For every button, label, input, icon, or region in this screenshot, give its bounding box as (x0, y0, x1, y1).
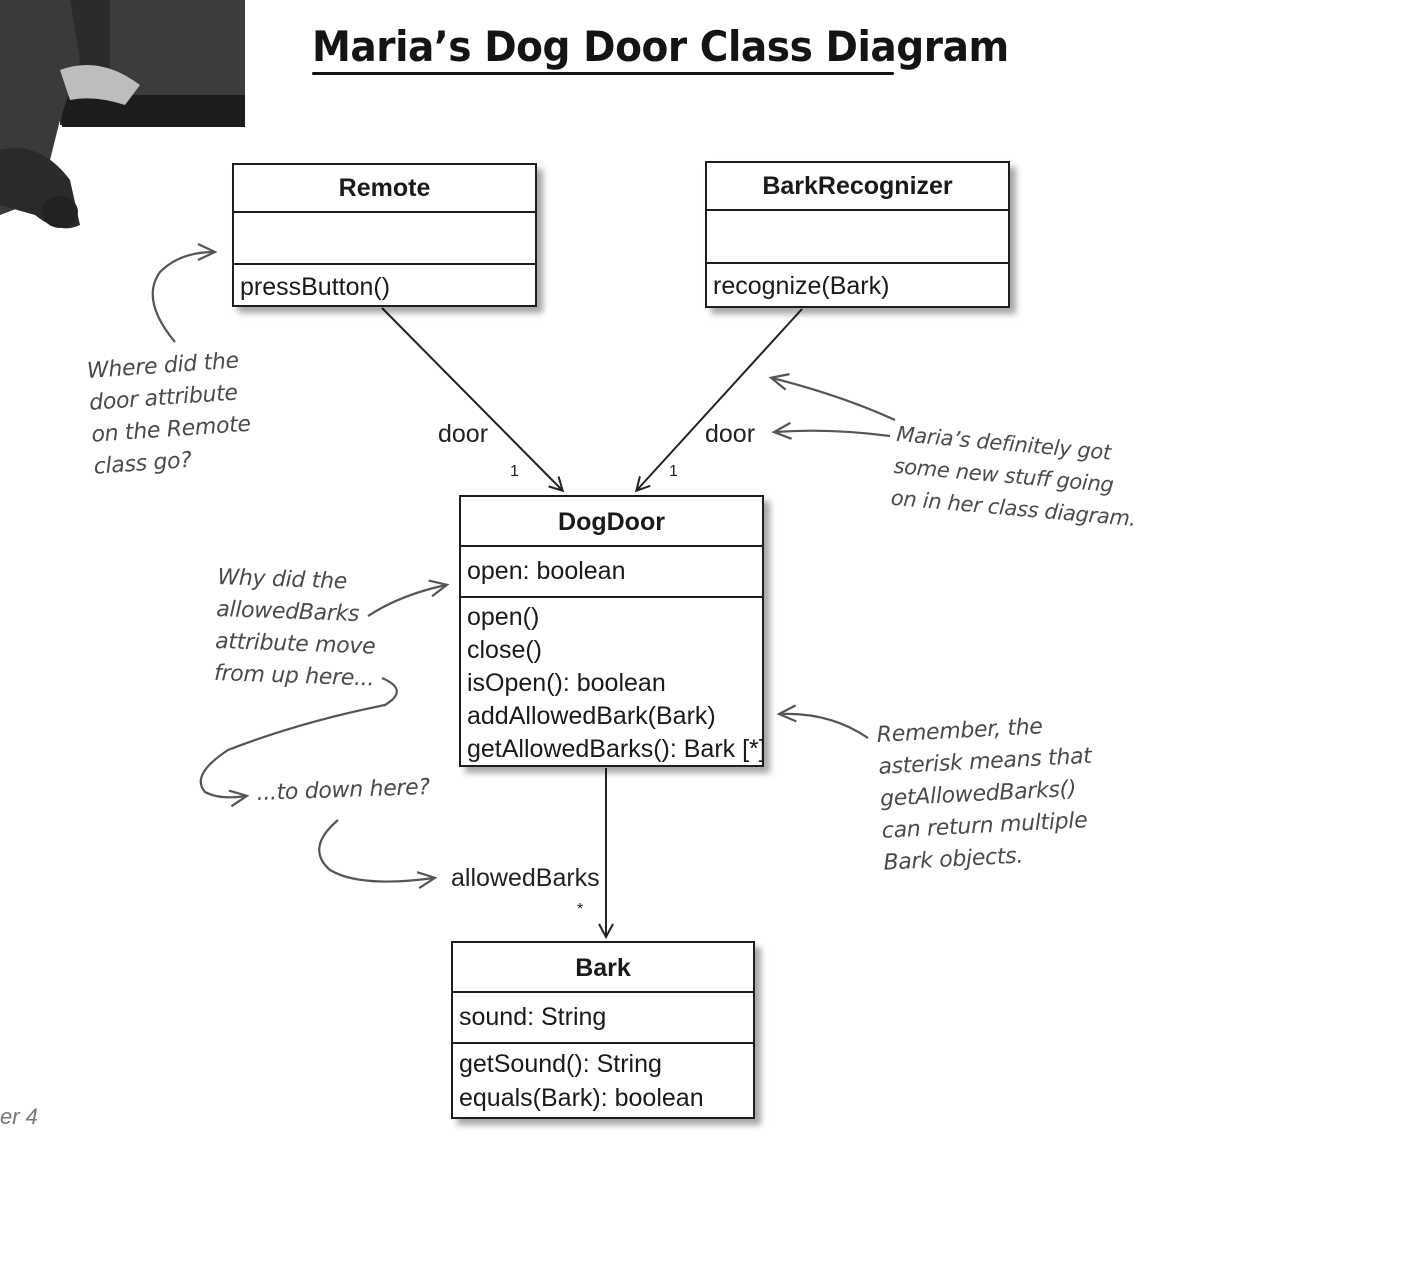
attribute: open: boolean (467, 557, 626, 585)
arrow-why-up (367, 579, 450, 617)
arrow-to-allowedbarks (318, 819, 438, 889)
operation: close() (467, 636, 543, 664)
note-asterisk-meaning: Remember, the asterisk means that getAll… (876, 709, 1097, 880)
operations-section: getSound(): String equals(Bark): boolean (453, 1044, 753, 1115)
diagram-title: Maria’s Dog Door Class Diagram (312, 22, 1009, 71)
assoc-remote-dogdoor (381, 307, 562, 490)
note-remote-door-attribute: Where did the door attribute on the Remo… (86, 345, 254, 484)
title-underline (312, 72, 894, 75)
class-remote: Remote pressButton() (232, 163, 537, 307)
note-maria-new-stuff: Maria’s definitely got some new stuff go… (890, 418, 1143, 535)
note-to-down-here: ...to down here? (256, 774, 431, 806)
operation: open() (467, 603, 540, 631)
attribute: sound: String (459, 1003, 607, 1031)
operations-section: open() close() isOpen(): boolean addAllo… (461, 598, 766, 766)
operation: pressButton() (240, 273, 391, 301)
class-name: BarkRecognizer (707, 163, 1008, 211)
class-dog-door: DogDoor open: boolean open() close() isO… (459, 495, 766, 767)
operation: getAllowedBarks(): Bark [*] (467, 735, 766, 763)
arrow-to-remote (151, 243, 218, 343)
attributes-section (234, 213, 535, 265)
page-chapter-fragment: er 4 (0, 1104, 38, 1129)
operation: equals(Bark): boolean (459, 1084, 704, 1112)
class-name: DogDoor (461, 497, 762, 547)
note-line: from up here... (213, 660, 375, 692)
attributes-section: sound: String (453, 993, 753, 1044)
operation: getSound(): String (459, 1050, 662, 1078)
attributes-section (707, 211, 1008, 264)
assoc-label-remote-door: door (438, 420, 489, 448)
class-bark: Bark sound: String getSound(): String eq… (451, 941, 755, 1119)
operation: addAllowedBark(Bark) (467, 702, 716, 730)
arrow-asterisk (776, 704, 869, 739)
note-why-allowedbarks-moved: Why did the allowedBarks attribute move … (214, 562, 379, 696)
class-name: Bark (453, 943, 753, 993)
person-photo (0, 0, 245, 229)
operations-section: recognize(Bark) (707, 264, 1008, 308)
attributes-section: open: boolean (461, 547, 762, 598)
multiplicity-remote-door: 1 (510, 463, 519, 480)
class-bark-recognizer: BarkRecognizer recognize(Bark) (705, 161, 1010, 308)
multiplicity-recognizer-door: 1 (669, 463, 678, 480)
arrow-maria-1 (768, 373, 896, 422)
assoc-label-allowed-barks: allowedBarks (451, 864, 600, 892)
class-name: Remote (234, 165, 535, 213)
multiplicity-allowed-barks: * (577, 901, 584, 918)
operations-section: pressButton() (234, 265, 535, 309)
operation: recognize(Bark) (713, 272, 890, 300)
assoc-label-recognizer-door: door (705, 420, 756, 448)
assoc-recognizer-dogdoor (637, 308, 803, 490)
arrow-maria-2 (771, 421, 891, 440)
operation: isOpen(): boolean (467, 669, 666, 697)
